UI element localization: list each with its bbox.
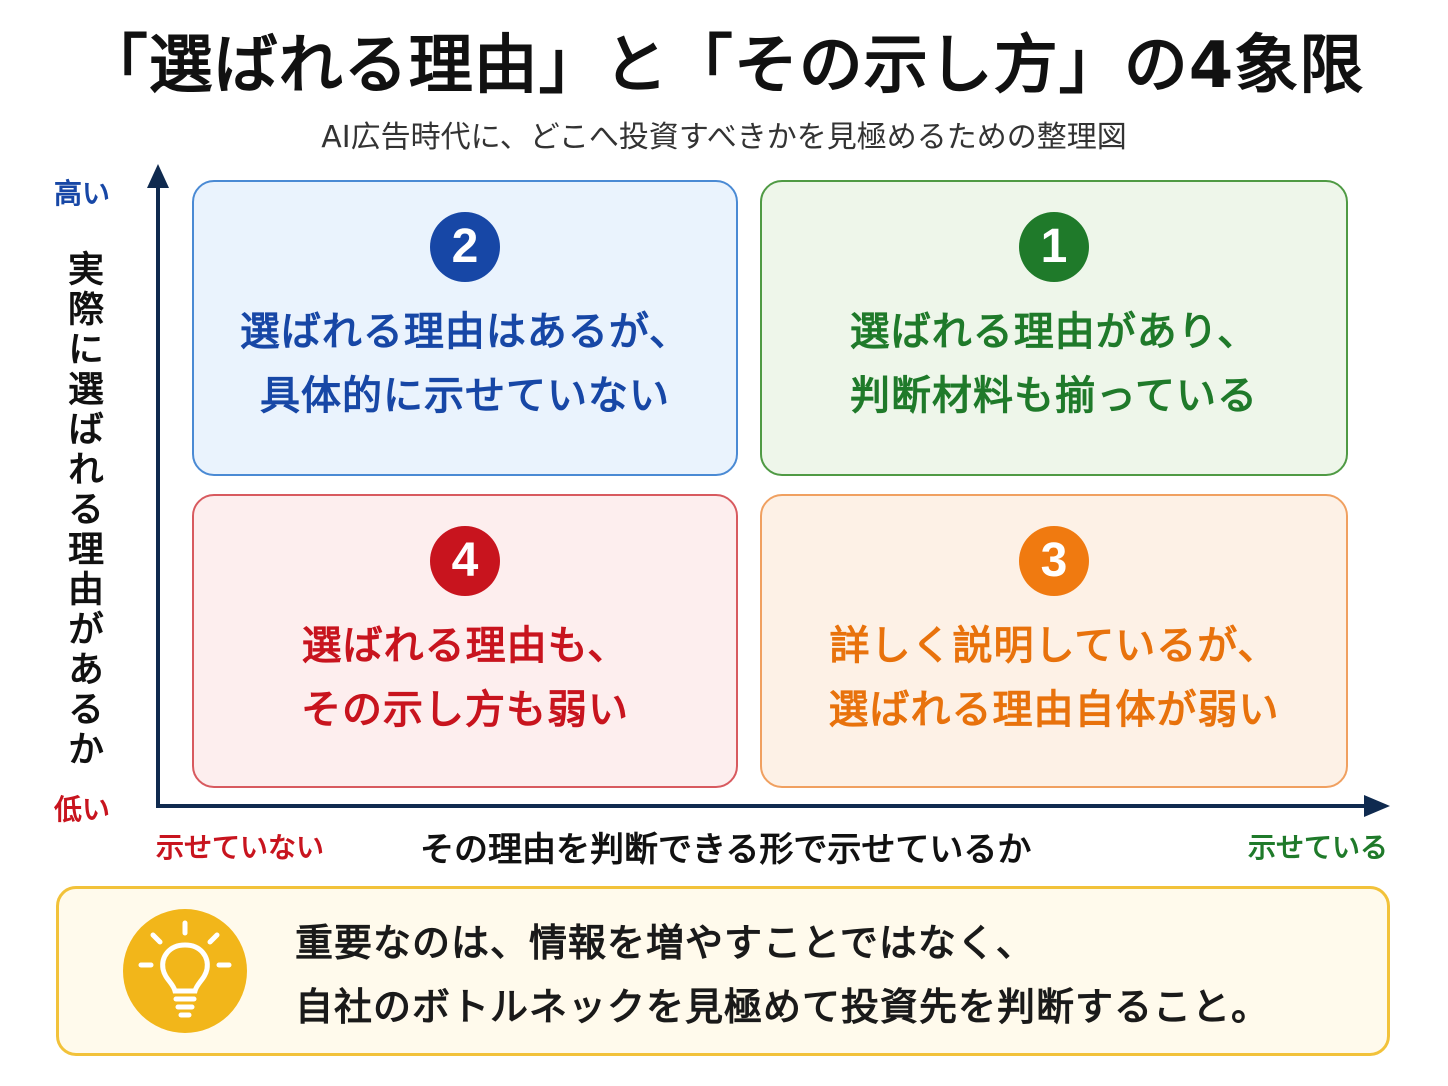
quadrant-2-line2: 具体的に示せていない	[260, 373, 670, 419]
quadrant-1-text: 選ばれる理由があり、 判断材料も揃っている	[762, 300, 1346, 428]
key-takeaway-box: 重要なのは、情報を増やすことではなく、 自社のボトルネックを見極めて投資先を判断…	[56, 886, 1390, 1056]
quadrant-2: 2 選ばれる理由はあるが、 具体的に示せていない	[192, 180, 738, 476]
quadrant-4-text: 選ばれる理由も、 その示し方も弱い	[194, 614, 736, 742]
quadrant-4-line2: その示し方も弱い	[301, 687, 629, 733]
takeaway-line1: 重要なのは、情報を増やすことではなく、	[295, 921, 1035, 965]
x-axis-label: その理由を判断できる形で示せているか	[420, 830, 1032, 870]
quadrant-1-line1: 選ばれる理由があり、	[849, 309, 1259, 355]
takeaway-line2: 自社のボトルネックを見極めて投資先を判断すること。	[295, 985, 1271, 1029]
quadrant-1-line2: 判断材料も揃っている	[850, 373, 1258, 419]
y-axis-arrow	[147, 164, 169, 188]
quadrant-2-line1: 選ばれる理由はあるが、	[239, 309, 691, 355]
y-axis-label: 実際に選ばれる理由があるか	[62, 250, 103, 770]
x-axis-arrow	[1364, 795, 1390, 817]
page-subtitle: AI広告時代に、どこへ投資すべきかを見極めるための整理図	[321, 120, 1127, 155]
x-axis-right-label: 示せている	[1247, 831, 1388, 864]
takeaway-text: 重要なのは、情報を増やすことではなく、 自社のボトルネックを見極めて投資先を判断…	[295, 911, 1270, 1039]
page-title: 「選ばれる理由」と「その示し方」の4象限	[83, 29, 1365, 103]
quadrant-1: 1 選ばれる理由があり、 判断材料も揃っている	[760, 180, 1348, 476]
x-axis-left-label: 示せていない	[156, 831, 325, 864]
quadrant-3-text: 詳しく説明しているが、 選ばれる理由自体が弱い	[762, 614, 1346, 742]
quadrant-3-line1: 詳しく説明しているが、	[829, 623, 1279, 669]
quadrant-3-number: 3	[1019, 526, 1089, 596]
quadrant-4-number: 4	[430, 526, 500, 596]
quadrant-1-number: 1	[1019, 212, 1089, 282]
y-axis-high-label: 高い	[54, 177, 111, 210]
y-axis-low-label: 低い	[54, 793, 111, 826]
quadrant-3-line2: 選ばれる理由自体が弱い	[828, 687, 1280, 733]
quadrant-3: 3 詳しく説明しているが、 選ばれる理由自体が弱い	[760, 494, 1348, 788]
quadrant-4-line1: 選ばれる理由も、	[301, 623, 629, 669]
quadrant-2-number: 2	[430, 212, 500, 282]
quadrant-4: 4 選ばれる理由も、 その示し方も弱い	[192, 494, 738, 788]
quadrant-2-text: 選ばれる理由はあるが、 具体的に示せていない	[194, 300, 736, 428]
lightbulb-icon	[123, 909, 247, 1033]
